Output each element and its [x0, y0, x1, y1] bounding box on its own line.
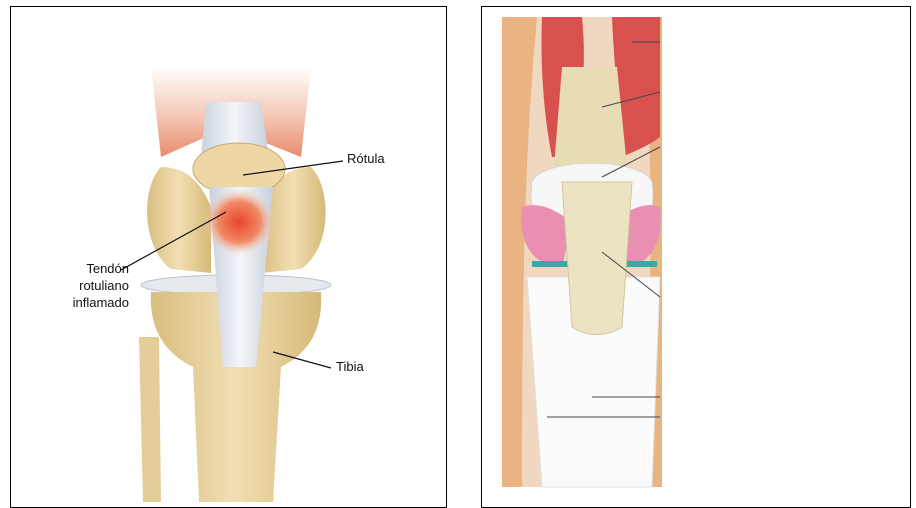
knee-anterior-illustration — [11, 7, 447, 508]
inflammation-area — [203, 188, 275, 256]
tendon-label: Tendón rotuliano inflamado — [49, 260, 129, 311]
meniscus-left — [532, 261, 572, 267]
left-knee-illustration-panel: Rótula Tendón rotuliano inflamado Tibia — [10, 6, 447, 508]
patellar-tendon-shape — [562, 182, 632, 335]
tibia-label: Tibia — [336, 358, 364, 375]
fibula-bone — [139, 337, 161, 502]
knee-schematic-illustration — [482, 7, 911, 508]
patella-label: Rótula — [347, 150, 385, 167]
quadriceps-tendon-shape — [554, 67, 627, 167]
right-knee-illustration-panel — [481, 6, 911, 508]
